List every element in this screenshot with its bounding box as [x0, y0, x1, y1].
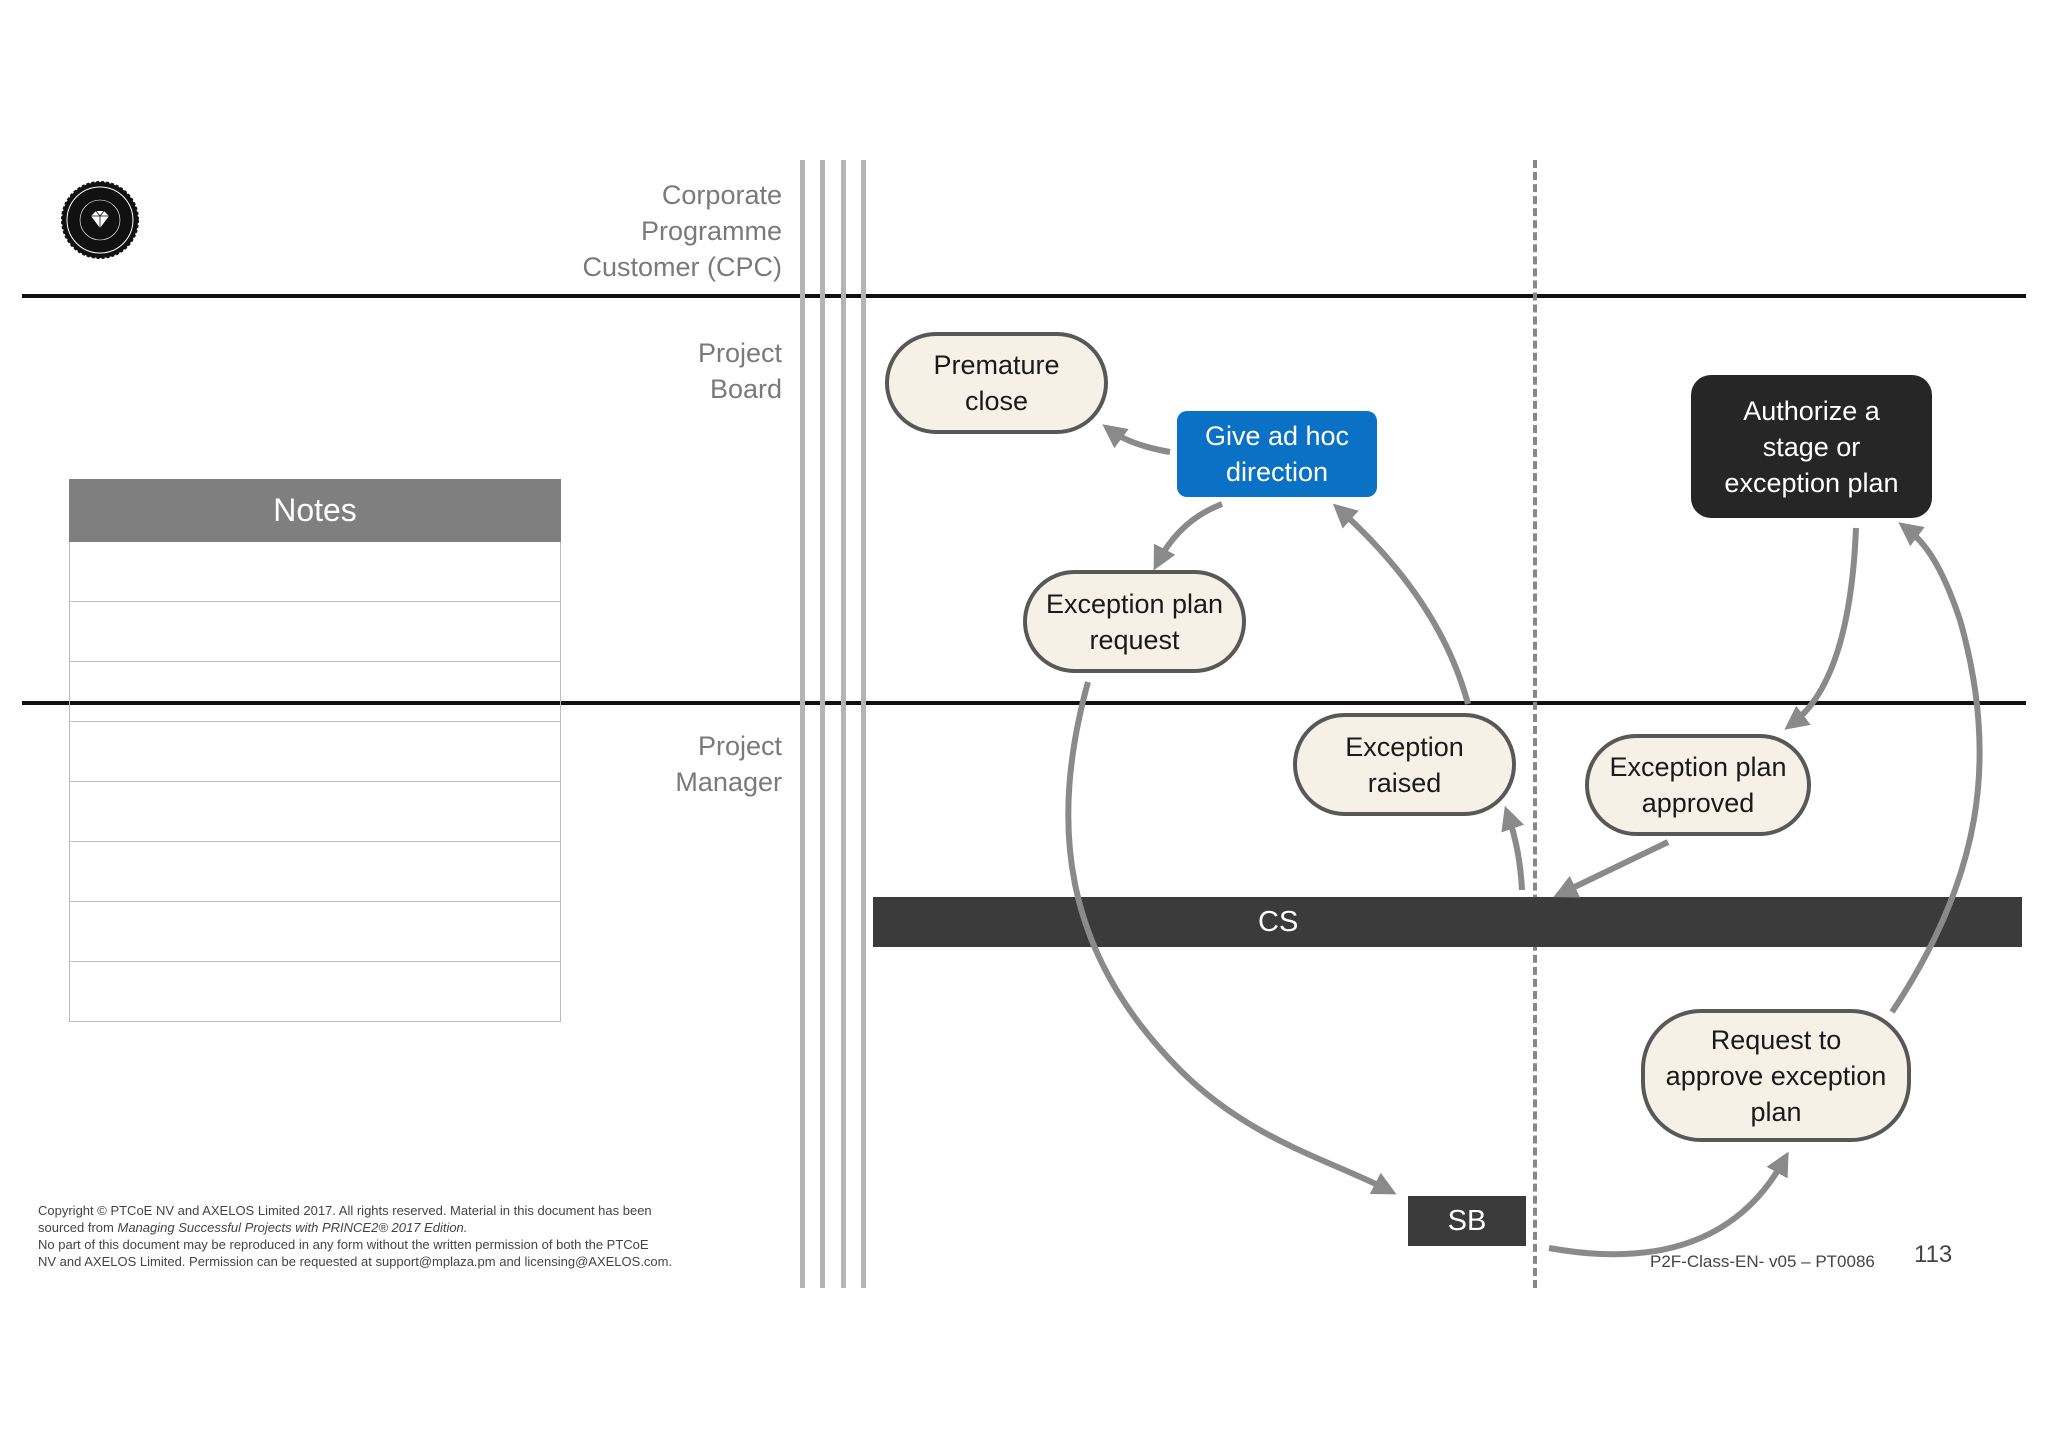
lane-divider-bottom — [22, 701, 2026, 705]
node-premature-close: Premature close — [885, 332, 1108, 434]
document-code: P2F-Class-EN- v05 – PT0086 — [1650, 1252, 1875, 1271]
copyright-line: NV and AXELOS Limited. Permission can be… — [38, 1254, 673, 1269]
arrow-exception-request-to-sb — [1065, 681, 1397, 1195]
node-exception-raised: Exception raised — [1293, 713, 1516, 816]
copyright-notice: Copyright © PTCoE NV and AXELOS Limited … — [38, 1202, 718, 1270]
cs-label: CS — [1258, 906, 1299, 938]
notes-row[interactable] — [69, 602, 561, 662]
node-give-adhoc-direction: Give ad hoc direction — [1177, 411, 1377, 497]
notes-panel: Notes — [69, 479, 561, 1022]
notes-row[interactable] — [69, 782, 561, 842]
node-authorize-stage-or-exception-plan: Authorize a stage or exception plan — [1691, 375, 1932, 518]
arrow-adhoc-to-exception-request — [1153, 501, 1224, 571]
notes-row[interactable] — [69, 962, 561, 1022]
arrow-authorize-to-exception-approved — [1784, 527, 1859, 730]
lane-divider-top — [22, 294, 2026, 298]
arrow-cs-to-exception-raised — [1501, 805, 1525, 891]
cs-bar: CS — [873, 897, 2022, 947]
notes-row[interactable] — [69, 662, 561, 722]
lane-label-manager: Project Manager — [675, 731, 782, 797]
page-number: 113 — [1914, 1241, 1953, 1268]
copyright-line: No part of this document may be reproduc… — [38, 1237, 649, 1252]
notes-row[interactable] — [69, 902, 561, 962]
node-exception-plan-request: Exception plan request — [1023, 570, 1246, 673]
stage-boundary-dashed-line — [1533, 160, 1537, 1288]
copyright-line: sourced from Managing Successful Project… — [38, 1220, 468, 1235]
copyright-line: Copyright © PTCoE NV and AXELOS Limited … — [38, 1203, 652, 1218]
ptcoe-logo — [60, 180, 140, 260]
arrow-sb-to-request — [1548, 1151, 1789, 1258]
sb-label: SB — [1447, 1204, 1487, 1237]
node-request-to-approve-exception-plan: Request to approve exception plan — [1641, 1009, 1911, 1142]
vertical-rule-2 — [820, 160, 825, 1288]
arrow-request-to-authorize — [1889, 522, 1983, 1014]
arrow-exception-approved-to-cs — [1553, 839, 1670, 898]
arrow-exception-raised-to-adhoc — [1332, 503, 1471, 705]
arrow-adhoc-to-premature-close — [1102, 424, 1171, 455]
sb-box: SB — [1408, 1196, 1526, 1246]
lane-label-board: Project Board — [697, 338, 782, 404]
vertical-rule-3 — [841, 160, 846, 1288]
node-exception-plan-approved: Exception plan approved — [1585, 734, 1811, 836]
notes-row[interactable] — [69, 722, 561, 782]
vertical-rule-4 — [861, 160, 866, 1288]
notes-row[interactable] — [69, 842, 561, 902]
notes-title: Notes — [69, 479, 561, 542]
vertical-rule-1 — [800, 160, 805, 1288]
lane-label-cpc: Corporate Programme Customer (CPC) — [582, 180, 782, 282]
notes-row[interactable] — [69, 542, 561, 602]
